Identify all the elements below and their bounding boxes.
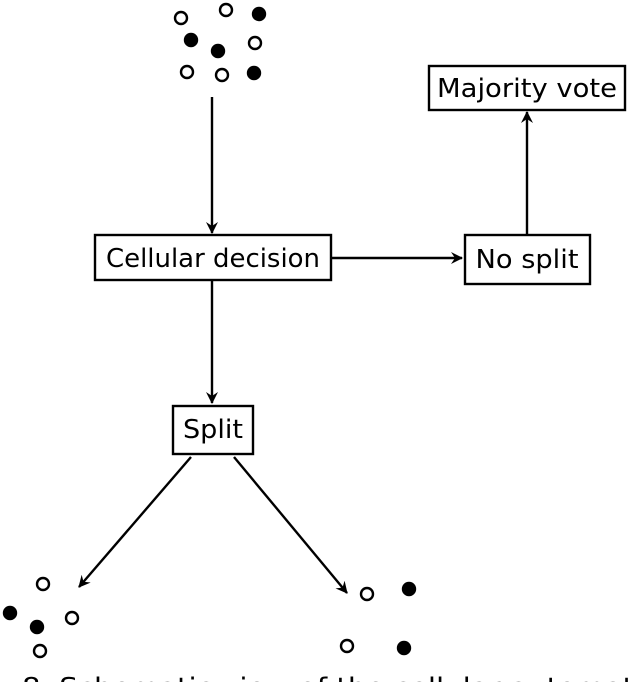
edge-split-to-right-cluster: [233, 456, 348, 594]
figure-caption: 8. Schematic view of the cellular automa…: [22, 673, 628, 682]
hollow-particle: [35, 576, 51, 592]
hollow-particle: [32, 643, 48, 659]
hollow-particle: [173, 10, 189, 26]
edge-split-to-left-cluster: [78, 456, 192, 588]
filled-particle: [183, 32, 199, 48]
node-majority-vote: Majority vote: [427, 64, 627, 112]
node-split: Split: [171, 404, 255, 456]
filled-particle: [401, 581, 417, 597]
filled-particle: [2, 605, 18, 621]
hollow-particle: [339, 638, 355, 654]
hollow-particle: [218, 2, 234, 18]
hollow-particle: [179, 64, 195, 80]
hollow-particle: [247, 35, 263, 51]
node-no-split-label: No split: [476, 245, 579, 275]
hollow-particle: [214, 67, 230, 83]
node-split-label: Split: [183, 415, 243, 445]
filled-particle: [210, 43, 226, 59]
hollow-particle: [64, 610, 80, 626]
hollow-particle: [359, 586, 375, 602]
right-split-particle-cluster: [339, 581, 417, 656]
node-majority-vote-label: Majority vote: [437, 74, 617, 104]
filled-particle: [29, 619, 45, 635]
filled-particle: [251, 6, 267, 22]
filled-particle: [246, 65, 262, 81]
node-cellular-decision: Cellular decision: [93, 233, 333, 282]
filled-particle: [396, 640, 412, 656]
left-split-particle-cluster: [2, 576, 80, 659]
node-cellular-decision-label: Cellular decision: [106, 244, 320, 274]
node-no-split: No split: [463, 233, 592, 286]
input-particle-cluster: [173, 2, 267, 83]
